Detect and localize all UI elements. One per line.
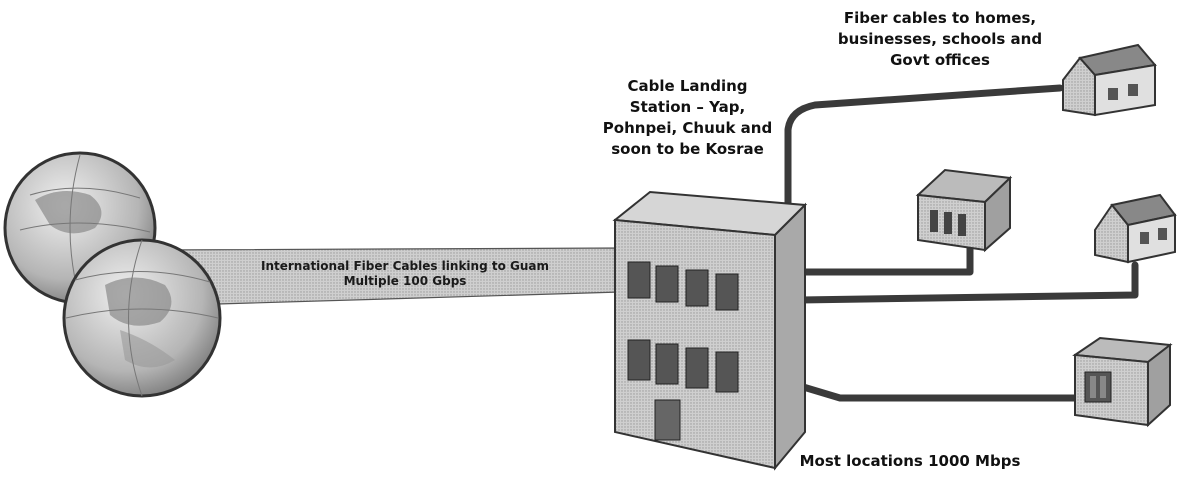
fiber-cable-to-house-right <box>796 261 1139 304</box>
cable-landing-station-label: Cable Landing Station – Yap, Pohnpei, Ch… <box>602 77 773 158</box>
speed-label: Most locations 1000 Mbps <box>799 452 1021 470</box>
fiber-cables-label: Fiber cables to homes, businesses, schoo… <box>837 9 1043 69</box>
fiber-cable-to-house-top <box>784 84 1064 219</box>
fiber-cable-to-office <box>786 379 1079 402</box>
office-icon <box>1072 336 1173 428</box>
cable-landing-station-building <box>612 190 808 471</box>
house-icon-top <box>1062 43 1157 117</box>
school-icon <box>915 168 1013 253</box>
international-cable-label: International Fiber Cables linking to Gu… <box>261 259 549 288</box>
globe-front <box>62 238 222 398</box>
house-icon-right <box>1094 193 1177 264</box>
